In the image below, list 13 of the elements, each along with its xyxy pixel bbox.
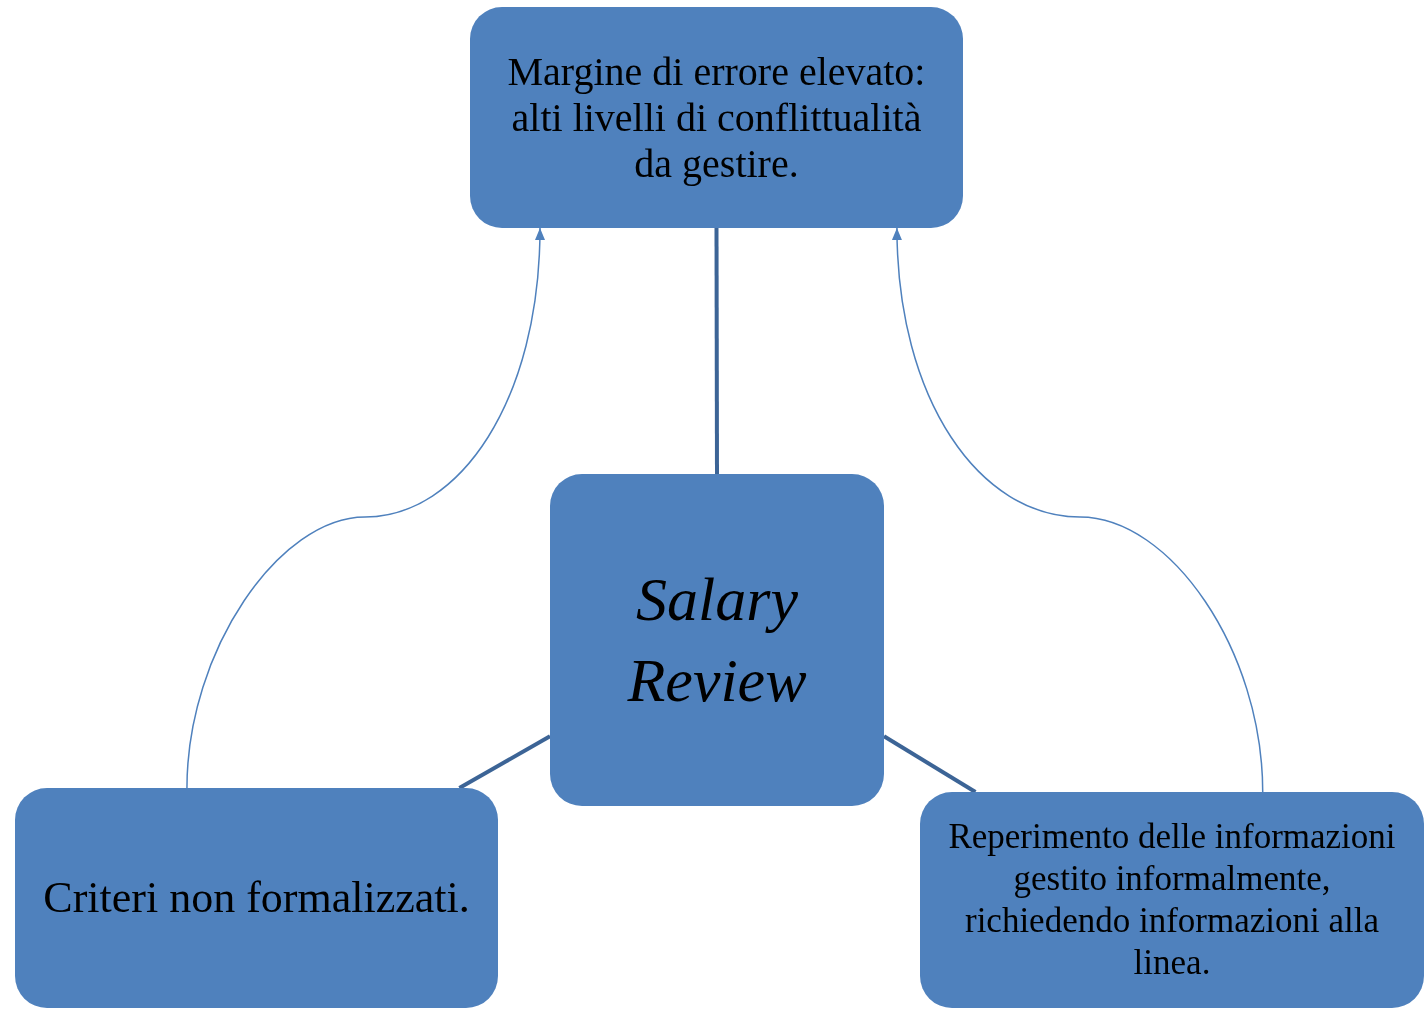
rounded-box (920, 792, 1424, 1008)
box-text: Salary Review (626, 564, 808, 716)
box-text: Reperimento delle informazioni gestito informalmente, richiedendo informazioni alla linea. (947, 816, 1397, 984)
connector-line (882, 734, 977, 794)
curved-arrow (186, 227, 545, 789)
box-text: Margine di errore elevato: alti livelli di conflittualità da gestire. (506, 48, 927, 187)
rounded-box (550, 474, 884, 806)
box-text: Criteri non formalizzati. (43, 873, 470, 923)
connector-line (458, 734, 551, 790)
curved-arrow (892, 227, 1264, 793)
rounded-box (15, 788, 498, 1008)
connector-line (714, 228, 719, 474)
rounded-box (470, 7, 963, 228)
